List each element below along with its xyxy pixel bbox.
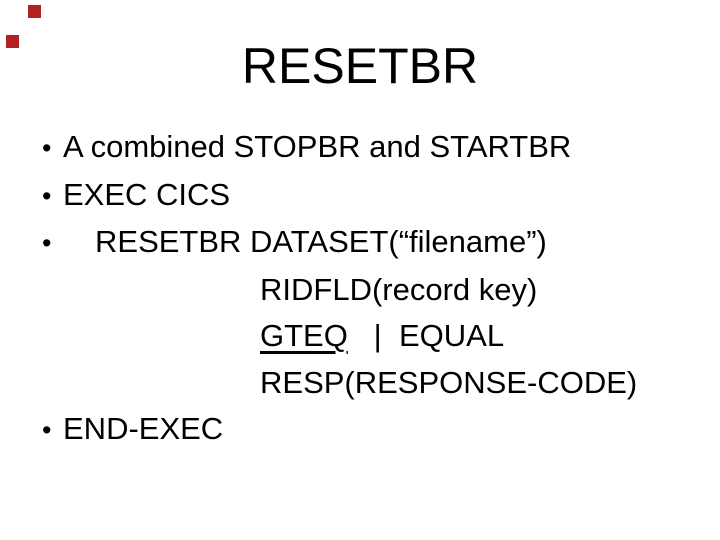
text-segment: RIDFLD(record key): [260, 271, 538, 307]
red-square-marker-2: [6, 35, 19, 48]
bullet-icon: •: [42, 133, 52, 163]
line-text: RIDFLD(record key): [63, 267, 537, 314]
underlined-text-segment: GTEQ: [260, 318, 348, 353]
red-square-marker-1: [28, 5, 41, 18]
bullet-line-6: RESP(RESPONSE-CODE): [42, 360, 702, 407]
text-segment: A combined STOPBR and STARTBR: [63, 129, 572, 164]
bullet-line-2: • EXEC CICS: [42, 172, 702, 220]
text-segment: RESP(RESPONSE-CODE): [260, 364, 638, 400]
bullet-line-3: • RESETBR DATASET(“filename”): [42, 219, 702, 267]
bullet-icon: •: [42, 228, 52, 258]
line-text: RESP(RESPONSE-CODE): [63, 360, 637, 407]
line-text: GTEQ | EQUAL: [63, 313, 504, 360]
bullet-line-1: • A combined STOPBR and STARTBR: [42, 124, 702, 172]
bullet-line-5: GTEQ | EQUAL: [42, 313, 702, 360]
bullet-line-4: RIDFLD(record key): [42, 267, 702, 314]
text-segment: | EQUAL: [347, 318, 505, 353]
bullet-icon: •: [42, 180, 52, 211]
text-segment: END-EXEC: [63, 411, 224, 446]
text-segment: EXEC CICS: [63, 176, 231, 212]
bullet-line-7: • END-EXEC: [42, 406, 702, 454]
line-text: EXEC CICS: [63, 172, 230, 219]
bullet-icon: •: [42, 415, 52, 445]
slide-title: RESETBR: [241, 38, 479, 94]
text-segment: RESETBR DATASET(“filename”): [95, 224, 547, 259]
line-text: A combined STOPBR and STARTBR: [63, 124, 571, 171]
line-text: END-EXEC: [63, 406, 223, 453]
line-text: RESETBR DATASET(“filename”): [63, 219, 547, 266]
slide-body: • A combined STOPBR and STARTBR • EXEC CICS…: [42, 124, 702, 454]
